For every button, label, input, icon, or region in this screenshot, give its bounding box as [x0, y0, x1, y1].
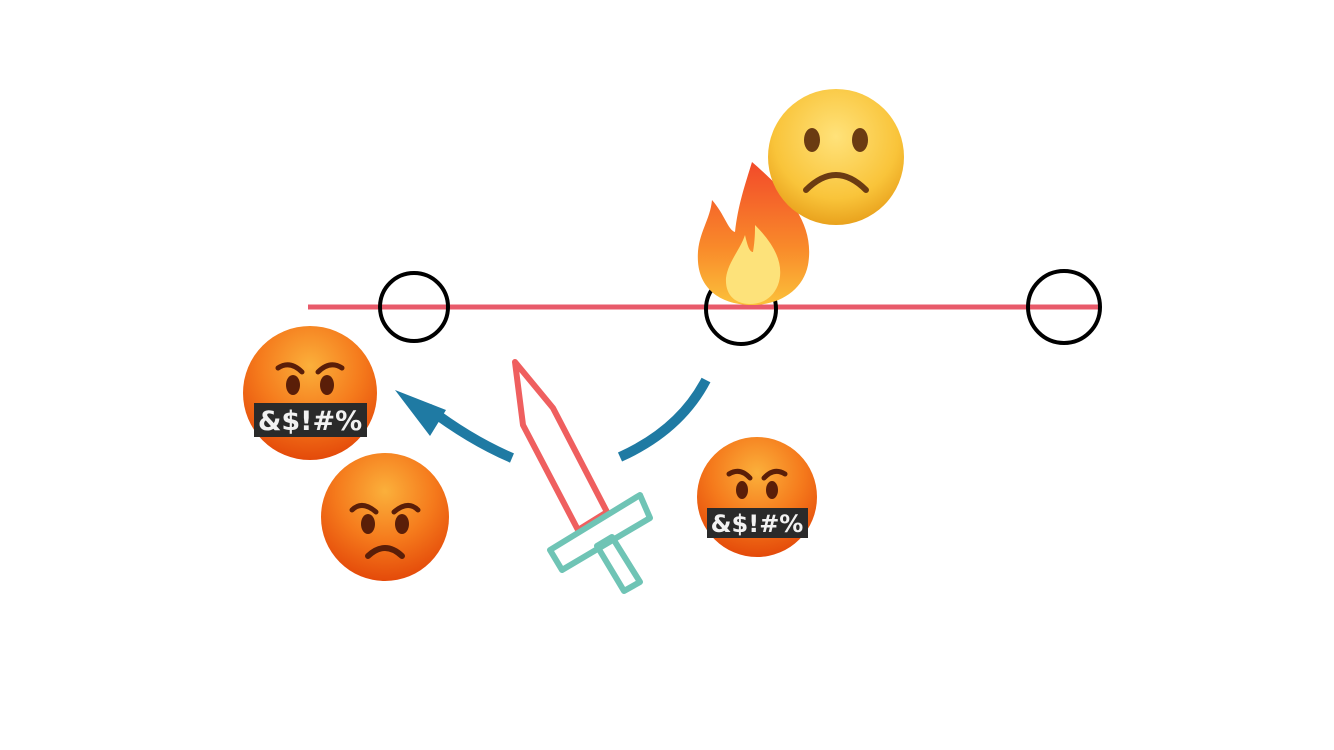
arc-stroke — [617, 377, 711, 462]
sword-icon — [512, 359, 653, 594]
cursing-text-left: &$!#% — [258, 406, 362, 437]
cursing-text-right: &$!#% — [711, 510, 804, 538]
sad-face-icon — [768, 89, 904, 225]
node-circle-1 — [378, 271, 450, 343]
arrow-icon — [395, 390, 514, 463]
cursing-face-icon-right: &$!#% — [697, 437, 817, 557]
angry-face-icon — [321, 453, 449, 581]
fire-icon — [697, 162, 810, 305]
cursing-face-icon: &$!#% — [243, 326, 377, 460]
node-circle-3 — [1026, 269, 1102, 345]
